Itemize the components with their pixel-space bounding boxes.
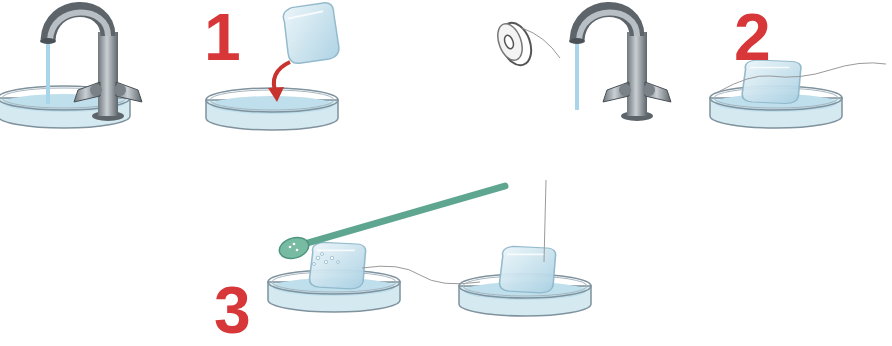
water-stream xyxy=(46,42,50,104)
thread xyxy=(362,266,480,284)
step-number: 1 xyxy=(204,4,241,70)
water-tap xyxy=(40,9,142,121)
water-stream xyxy=(575,42,579,110)
thread xyxy=(544,180,546,262)
step-number: 3 xyxy=(214,277,251,343)
ice-cube xyxy=(279,0,343,67)
salt-grains xyxy=(313,253,340,266)
salt-spoon xyxy=(277,186,505,262)
thread-spool xyxy=(493,19,560,70)
water-tap xyxy=(569,9,671,121)
ice-cube xyxy=(310,242,366,288)
arrow-head xyxy=(268,87,284,102)
petri-dish xyxy=(206,88,338,130)
ice-cube xyxy=(500,246,556,292)
step-number: 2 xyxy=(734,4,771,70)
